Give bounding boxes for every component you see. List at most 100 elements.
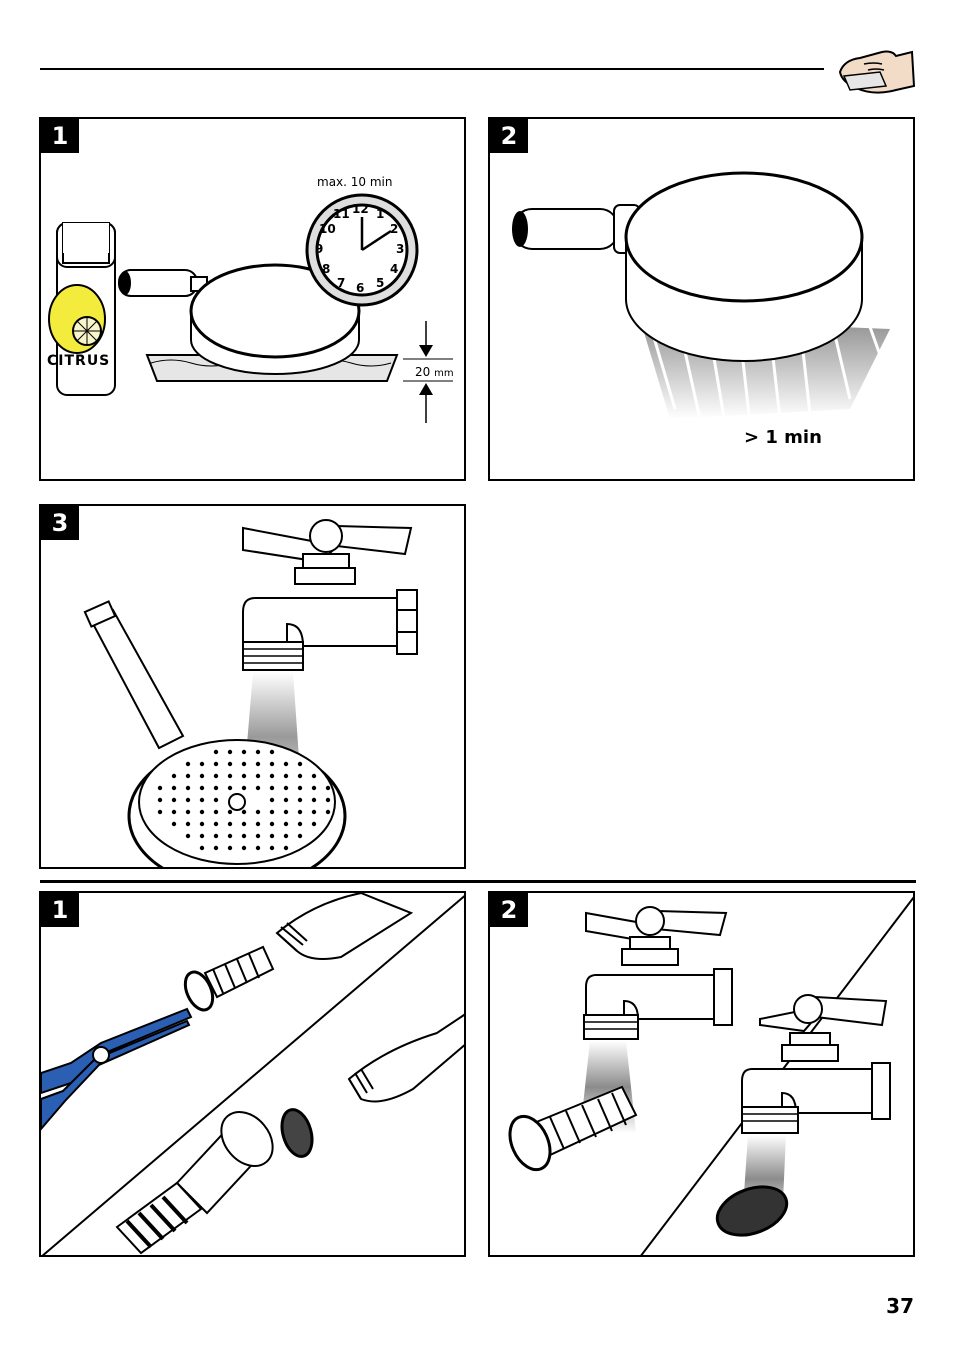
- filter-screen-icon: [715, 1185, 789, 1237]
- filter-removal-illustration: [41, 893, 464, 1255]
- spray-hole: [297, 773, 303, 779]
- filter-screen-icon: [280, 1108, 314, 1158]
- clock-numeral-4: 4: [390, 262, 399, 276]
- spray-hole: [255, 809, 261, 815]
- spray-hole: [311, 797, 317, 803]
- spray-hole: [185, 785, 191, 791]
- clock-numeral-12: 12: [352, 202, 369, 216]
- spray-hole: [255, 833, 261, 839]
- spray-hole: [227, 833, 233, 839]
- spray-hole: [269, 773, 275, 779]
- spray-hole: [213, 797, 219, 803]
- spray-hole: [283, 821, 289, 827]
- rinse-illustration: [512, 171, 890, 425]
- depth-unit: mm: [434, 368, 454, 379]
- clock-numeral-1: 1: [376, 207, 385, 221]
- spray-hole: [199, 833, 205, 839]
- spray-hole: [297, 785, 303, 791]
- spray-hole: [171, 797, 177, 803]
- spray-hole: [311, 809, 317, 815]
- clock-numeral-9: 9: [315, 242, 324, 256]
- shower-head-icon: [118, 263, 361, 375]
- spray-hole: [213, 821, 219, 827]
- spray-hole: [227, 773, 233, 779]
- flush-illustration: [83, 519, 418, 867]
- rinse-duration: > 1 min: [744, 427, 822, 448]
- clock-icon: [305, 193, 419, 307]
- spray-hole: [297, 821, 303, 827]
- spray-hole: [213, 833, 219, 839]
- spray-hole: [325, 809, 331, 815]
- spray-hole: [199, 809, 205, 815]
- spray-hole: [185, 773, 191, 779]
- spray-hole: [199, 773, 205, 779]
- step-panel-clean-filter: 2: [488, 891, 915, 1257]
- spray-hole: [157, 809, 163, 815]
- hose-handle-icon: [83, 600, 185, 750]
- spray-hole: [297, 833, 303, 839]
- spray-hole: [213, 809, 219, 815]
- spray-hole: [199, 821, 205, 827]
- spray-hole: [241, 821, 247, 827]
- spray-hole: [283, 833, 289, 839]
- header-rule: [40, 68, 824, 70]
- spray-hole: [227, 845, 233, 851]
- spray-hole: [227, 761, 233, 767]
- faucet-icon: [242, 519, 418, 671]
- spray-hole: [241, 749, 247, 755]
- descale-illustration: [48, 193, 453, 423]
- spray-hole: [213, 773, 219, 779]
- spray-hole: [297, 809, 303, 815]
- spray-hole: [269, 833, 275, 839]
- hose-end-icon: [347, 1013, 464, 1103]
- spray-hole: [255, 821, 261, 827]
- spray-holes: [157, 749, 331, 851]
- spray-hole: [157, 797, 163, 803]
- step-panel-rinse: 2 > 1 min: [488, 117, 915, 481]
- spray-hole: [269, 809, 275, 815]
- spray-hole: [241, 785, 247, 791]
- spray-hole: [241, 761, 247, 767]
- step-number-badge: 2: [490, 119, 528, 153]
- step-number-badge: 3: [41, 506, 79, 540]
- spray-hole: [185, 797, 191, 803]
- spray-hole: [269, 749, 275, 755]
- clock-numeral-3: 3: [396, 242, 405, 256]
- spray-hole: [199, 785, 205, 791]
- spray-hole: [311, 785, 317, 791]
- spray-hole: [171, 809, 177, 815]
- spray-hole: [213, 785, 219, 791]
- spray-hole: [269, 761, 275, 767]
- spray-hole: [241, 773, 247, 779]
- spray-hole: [227, 785, 233, 791]
- spray-hole: [199, 797, 205, 803]
- spray-hole: [213, 749, 219, 755]
- spray-hole: [283, 845, 289, 851]
- spray-hole: [171, 821, 177, 827]
- clock-numeral-2: 2: [390, 222, 399, 236]
- spray-hole: [213, 761, 219, 767]
- step-number-badge: 1: [41, 893, 79, 927]
- spray-hole: [241, 845, 247, 851]
- spray-hole: [185, 833, 191, 839]
- faucet-icon: [741, 994, 891, 1134]
- spray-hole: [255, 749, 261, 755]
- bottle-label: CITRUS: [47, 353, 111, 369]
- spray-hole: [241, 809, 247, 815]
- spray-hole: [297, 797, 303, 803]
- spray-hole: [311, 773, 317, 779]
- page-number: 37: [886, 1294, 914, 1318]
- pliers-icon: [41, 1007, 193, 1131]
- clock-caption: max. 10 min: [317, 175, 393, 189]
- clock-numeral-5: 5: [376, 276, 385, 290]
- spray-hole: [297, 761, 303, 767]
- spray-hole: [255, 761, 261, 767]
- spray-hole: [199, 845, 205, 851]
- spray-hole: [283, 761, 289, 767]
- spray-hole: [171, 773, 177, 779]
- spray-hole: [283, 797, 289, 803]
- clock-numeral-7: 7: [337, 276, 346, 290]
- shower-head-icon: [512, 171, 864, 362]
- spray-hole: [283, 773, 289, 779]
- depth-marker: [403, 321, 453, 423]
